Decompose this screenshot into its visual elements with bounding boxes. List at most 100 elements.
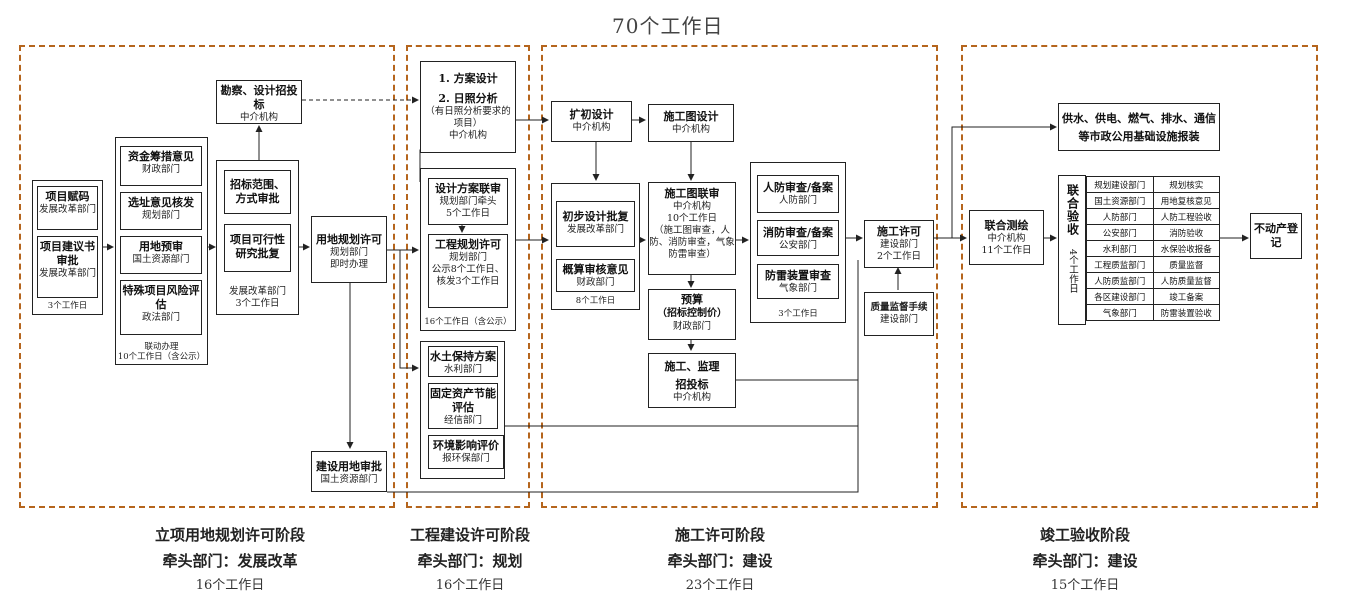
- joint-surveying-title: 联合测绘: [984, 219, 1029, 232]
- stage-label-4-name: 竣工验收阶段: [1039, 526, 1130, 544]
- acceptance-item: 质量监督: [1152, 256, 1220, 273]
- site-selection-title: 选址意见核发: [128, 196, 194, 209]
- acceptance-item: 规划核实: [1152, 176, 1220, 193]
- group2-note: 联动办理: [144, 342, 179, 352]
- group-special-reviews: [750, 162, 846, 323]
- construction-permit-dept: 建设部门: [879, 239, 918, 250]
- budget-estimate-dept: 财政部门: [576, 277, 615, 288]
- box-bidding-scope[interactable]: 招标范围、方式审批: [224, 170, 291, 214]
- acceptance-row: 工程质监部门质量监督: [1086, 256, 1220, 273]
- box-feasibility[interactable]: 项目可行性研究批复: [224, 224, 291, 272]
- box-project-proposal[interactable]: 项目建议书审批 发展改革部门: [37, 236, 98, 298]
- acceptance-item: 用地复核意见: [1152, 192, 1220, 209]
- acceptance-row: 公安部门消防验收: [1086, 224, 1220, 241]
- engineering-permit-days: 公示8个工作日、核发3个工作日: [431, 264, 505, 287]
- utilities-line1: 供水、供电、燃气、排水、通信: [1062, 112, 1216, 125]
- project-code-title: 项目赋码: [45, 190, 90, 203]
- box-lightning[interactable]: 防雷装置审查 气象部门: [757, 264, 839, 299]
- box-joint-acceptance[interactable]: 联合验收 4个工作日: [1058, 175, 1086, 325]
- box-soil-water[interactable]: 水土保持方案 水利部门: [428, 346, 498, 377]
- box-survey-design-bidding[interactable]: 勘察、设计招投标 中介机构: [216, 80, 302, 124]
- real-estate-title: 不动产登记: [1254, 222, 1298, 249]
- box-scheme-design[interactable]: 1. 方案设计 2. 日照分析 （有日照分析要求的项目） 中介机构: [420, 61, 516, 153]
- quality-supervision-dept: 建设部门: [879, 314, 918, 325]
- box-land-planning-permit[interactable]: 用地规划许可 规划部门 即时办理: [311, 216, 387, 283]
- drawing-joint-review-dept: 中介机构: [672, 201, 711, 212]
- construction-drawing-title: 施工图设计: [663, 110, 719, 123]
- stage-label-2-name: 工程建设许可阶段: [409, 526, 530, 544]
- box-funding[interactable]: 资金筹措意见 财政部门: [120, 146, 202, 186]
- joint-surveying-days: 11个工作日: [981, 245, 1032, 256]
- acceptance-row: 人防质监部门人防质量监督: [1086, 272, 1220, 289]
- acceptance-row: 国土资源部门用地复核意见: [1086, 192, 1220, 209]
- box-preliminary-approval[interactable]: 初步设计批复 发展改革部门: [556, 201, 635, 247]
- stage-label-1-name: 立项用地规划许可阶段: [154, 526, 305, 544]
- group1-days: 3个工作日: [47, 301, 88, 311]
- fire-review-title: 消防审查/备案: [762, 226, 834, 239]
- box-quality-supervision[interactable]: 质量监督手续 建设部门: [864, 292, 934, 336]
- stage-label-3-days: 23个工作日: [685, 578, 755, 593]
- soil-water-dept: 水利部门: [443, 364, 482, 375]
- construction-supervision-sub: 招投标: [675, 378, 709, 391]
- group3-dept: 发展改革部门: [228, 286, 286, 297]
- scheme-design-title: 1. 方案设计: [438, 72, 498, 85]
- stage2-group-days: 16个工作日（含公示）: [424, 317, 512, 327]
- box-site-selection[interactable]: 选址意见核发 规划部门: [120, 192, 202, 230]
- environment-title: 环境影响评价: [433, 439, 499, 452]
- box-environment[interactable]: 环境影响评价 报环保部门: [428, 435, 504, 469]
- acceptance-dept: 工程质监部门: [1086, 256, 1154, 273]
- group-preliminary-approval: [551, 183, 640, 310]
- acceptance-dept: 人防部门: [1086, 208, 1154, 225]
- design-joint-review-days: 5个工作日: [445, 208, 491, 219]
- box-construction-permit[interactable]: 施工许可 建设部门 2个工作日: [864, 220, 934, 268]
- environment-dept: 报环保部门: [442, 453, 490, 464]
- stage-label-1: 立项用地规划许可阶段 牵头部门：发展改革 16个工作日: [130, 522, 330, 598]
- box-special-risk[interactable]: 特殊项目风险评估 政法部门: [120, 280, 202, 335]
- box-project-code[interactable]: 项目赋码 发展改革部门: [37, 186, 98, 230]
- design-joint-review-dept: 规划部门牵头: [439, 196, 497, 207]
- budget-estimate-title: 概算审核意见: [562, 263, 629, 276]
- box-fire-review[interactable]: 消防审查/备案 公安部门: [757, 220, 839, 256]
- box-joint-surveying[interactable]: 联合测绘 中介机构 11个工作日: [969, 210, 1044, 265]
- stage-label-3-lead: 牵头部门：建设: [667, 552, 773, 570]
- sunlight-analysis-note: （有日照分析要求的项目）: [425, 106, 511, 129]
- box-civil-defense[interactable]: 人防审查/备案 人防部门: [757, 175, 839, 213]
- construction-land-dept: 国土资源部门: [320, 474, 378, 485]
- scheme-design-dept: 中介机构: [448, 130, 487, 141]
- funding-title: 资金筹措意见: [128, 150, 194, 163]
- box-preliminary-design[interactable]: 扩初设计 中介机构: [551, 101, 632, 142]
- stage-label-4: 竣工验收阶段 牵头部门：建设 15个工作日: [1005, 522, 1165, 598]
- box-energy-assessment[interactable]: 固定资产节能评估 经信部门: [428, 383, 498, 429]
- box-construction-supervision[interactable]: 施工、监理 招投标 中介机构: [648, 353, 736, 408]
- drawing-joint-review-title: 施工图联审: [664, 187, 720, 200]
- box-design-joint-review[interactable]: 设计方案联审 规划部门牵头 5个工作日: [428, 178, 508, 225]
- lightning-dept: 气象部门: [778, 283, 817, 294]
- stage-label-1-days: 16个工作日: [195, 578, 265, 593]
- preliminary-design-dept: 中介机构: [572, 122, 611, 133]
- box-land-preview[interactable]: 用地预审 国土资源部门: [120, 236, 202, 274]
- stage-label-2: 工程建设许可阶段 牵头部门：规划 16个工作日: [390, 522, 550, 598]
- land-preview-title: 用地预审: [139, 240, 183, 253]
- project-proposal-title: 项目建议书审批: [40, 240, 95, 267]
- box-construction-drawing[interactable]: 施工图设计 中介机构: [648, 104, 734, 142]
- box-engineering-permit[interactable]: 工程规划许可 规划部门 公示8个工作日、核发3个工作日: [428, 234, 508, 308]
- acceptance-row: 水利部门水保验收报备: [1086, 240, 1220, 257]
- construction-supervision-dept: 中介机构: [672, 392, 711, 403]
- bidding-scope-title: 招标范围、方式审批: [230, 178, 285, 205]
- box-construction-land[interactable]: 建设用地审批 国土资源部门: [311, 451, 387, 492]
- civil-defense-title: 人防审查/备案: [762, 181, 834, 194]
- box-drawing-joint-review[interactable]: 施工图联审 中介机构 10个工作日 （施工图审查，人防、消防审查，气象防雷审查）: [648, 182, 736, 275]
- feasibility-title: 项目可行性研究批复: [230, 233, 285, 260]
- box-budget[interactable]: 预算 （招标控制价） 财政部门: [648, 289, 736, 340]
- fire-review-dept: 公安部门: [778, 240, 817, 251]
- group-project-code: [32, 180, 103, 315]
- box-budget-estimate[interactable]: 概算审核意见 财政部门: [556, 259, 635, 292]
- box-real-estate[interactable]: 不动产登记: [1250, 213, 1302, 259]
- stage-frame-4: [961, 45, 1318, 508]
- preliminary-approval-dept: 发展改革部门: [566, 224, 624, 235]
- joint-acceptance-days: 4个工作日: [1067, 249, 1078, 294]
- total-days-title: 70个工作日: [612, 14, 724, 38]
- stage3-group2-days: 3个工作日: [778, 309, 818, 319]
- special-risk-dept: 政法部门: [141, 312, 180, 323]
- box-utilities[interactable]: 供水、供电、燃气、排水、通信 等市政公用基础设施报装: [1058, 103, 1220, 151]
